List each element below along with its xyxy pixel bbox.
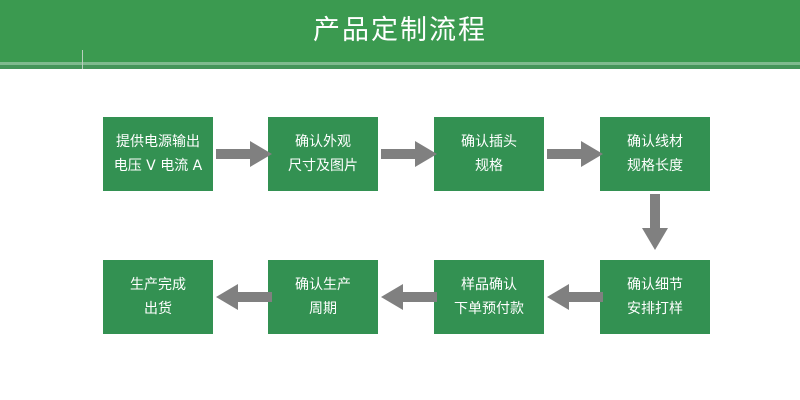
flow-node-line-1: 确认外观: [295, 133, 351, 150]
flow-node-line-2: 规格: [475, 158, 503, 174]
flow-node-line-2: 出货: [144, 301, 172, 317]
arrow-left-icon: [216, 282, 272, 312]
title-banner: [0, 0, 800, 62]
flow-node-line-1: 生产完成: [130, 276, 186, 293]
flow-node-line-1: 样品确认: [461, 276, 517, 293]
arrow-down-icon: [640, 194, 670, 250]
arrow-right-icon: [381, 139, 437, 169]
flow-node-line-2: 电压 V 电流 A: [113, 158, 203, 174]
arrow-right-icon: [216, 139, 272, 169]
page-title: 产品定制流程: [313, 15, 487, 46]
flow-node-line-1: 确认生产: [295, 276, 351, 293]
text-cursor-artifact: [82, 50, 83, 69]
arrow-left-icon: [547, 282, 603, 312]
arrow-left-icon: [381, 282, 437, 312]
flow-node-line-2: 尺寸及图片: [288, 158, 358, 174]
arrow-right-icon: [547, 139, 603, 169]
flow-node-sample-confirm-prepayment[interactable]: 样品确认 下单预付款: [434, 260, 544, 334]
flow-node-provide-power-output[interactable]: 提供电源输出 电压 V 电流 A: [103, 117, 213, 191]
banner-stripe-dark: [0, 65, 800, 69]
flow-node-confirm-appearance[interactable]: 确认外观 尺寸及图片: [268, 117, 378, 191]
flow-node-line-1: 提供电源输出: [116, 133, 200, 150]
flow-node-line-1: 确认线材: [627, 133, 683, 150]
flow-node-line-1: 确认细节: [627, 276, 683, 293]
flow-node-line-2: 下单预付款: [454, 301, 524, 317]
flow-node-confirm-cable-spec[interactable]: 确认线材 规格长度: [600, 117, 710, 191]
flow-node-confirm-plug-spec[interactable]: 确认插头 规格: [434, 117, 544, 191]
flow-node-confirm-production-cycle[interactable]: 确认生产 周期: [268, 260, 378, 334]
flow-node-line-2: 安排打样: [627, 301, 683, 317]
flow-node-line-1: 确认插头: [461, 133, 517, 150]
flow-node-line-2: 规格长度: [627, 158, 683, 174]
banner-stripe-light: [0, 62, 800, 65]
flow-node-line-2: 周期: [309, 301, 337, 317]
flow-node-confirm-details-sampling[interactable]: 确认细节 安排打样: [600, 260, 710, 334]
flow-node-production-complete-shipment[interactable]: 生产完成 出货: [103, 260, 213, 334]
